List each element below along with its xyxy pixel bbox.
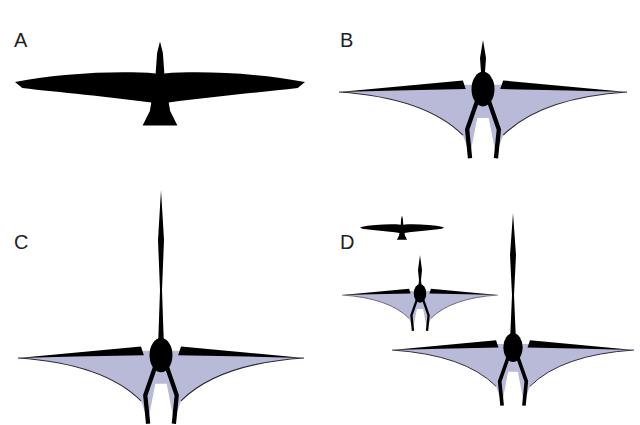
panel-letter: C <box>14 232 28 252</box>
panel-letter: A <box>14 30 27 50</box>
panel-letter: D <box>340 232 354 252</box>
pterosaur-silhouette <box>18 338 304 424</box>
bird-silhouette <box>15 42 305 126</box>
pterosaur-silhouette <box>392 333 634 406</box>
pterosaur-neck <box>510 213 516 342</box>
pterosaur-silhouette <box>342 284 498 331</box>
panel-letter: B <box>340 30 353 50</box>
bird-silhouette <box>360 215 444 239</box>
pterosaur-neck <box>158 190 164 348</box>
pterosaur-neck <box>480 40 486 86</box>
pterosaur-neck <box>418 255 422 290</box>
